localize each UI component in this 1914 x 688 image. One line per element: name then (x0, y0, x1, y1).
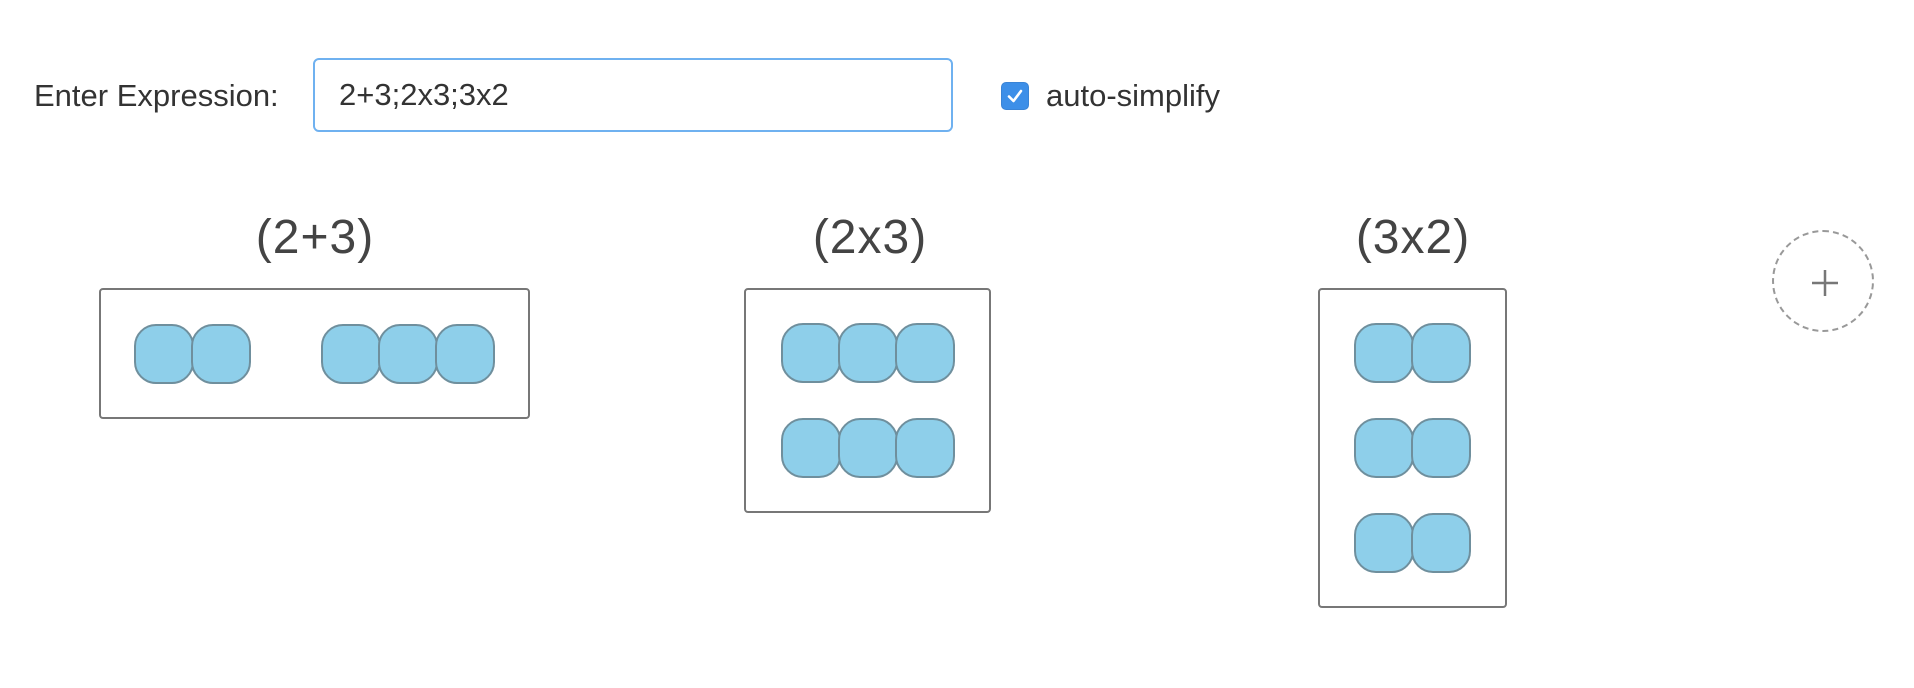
panel-title: (2+3) (255, 211, 375, 264)
panel-title: (3x2) (1355, 211, 1471, 264)
counter-dot (838, 323, 898, 383)
counter-dot (1354, 418, 1414, 478)
counter-dot (1411, 418, 1471, 478)
plus-icon (1812, 270, 1838, 296)
auto-simplify-checkbox[interactable] (1001, 82, 1029, 110)
expression-input[interactable] (313, 58, 953, 132)
counter-dot (781, 418, 841, 478)
expression-box (99, 288, 530, 419)
counter-dot (1354, 323, 1414, 383)
add-expression-button[interactable] (1772, 230, 1874, 332)
expression-label: Enter Expression: (34, 78, 279, 113)
counter-dot (378, 324, 438, 384)
counter-dot (781, 323, 841, 383)
counter-dot (838, 418, 898, 478)
counter-dot (1411, 513, 1471, 573)
expression-box (744, 288, 991, 513)
counter-dot (435, 324, 495, 384)
expression-toolbar: Enter Expression: auto-simplify (0, 0, 1914, 150)
expression-box (1318, 288, 1507, 608)
counter-dot (895, 323, 955, 383)
counter-dot (191, 324, 251, 384)
counter-dot (134, 324, 194, 384)
counter-dot (1354, 513, 1414, 573)
checkmark-icon (1007, 89, 1023, 103)
counter-dot (1411, 323, 1471, 383)
panel-title: (2x3) (812, 211, 928, 264)
counter-dot (321, 324, 381, 384)
counter-dot (895, 418, 955, 478)
auto-simplify-label: auto-simplify (1046, 78, 1220, 113)
